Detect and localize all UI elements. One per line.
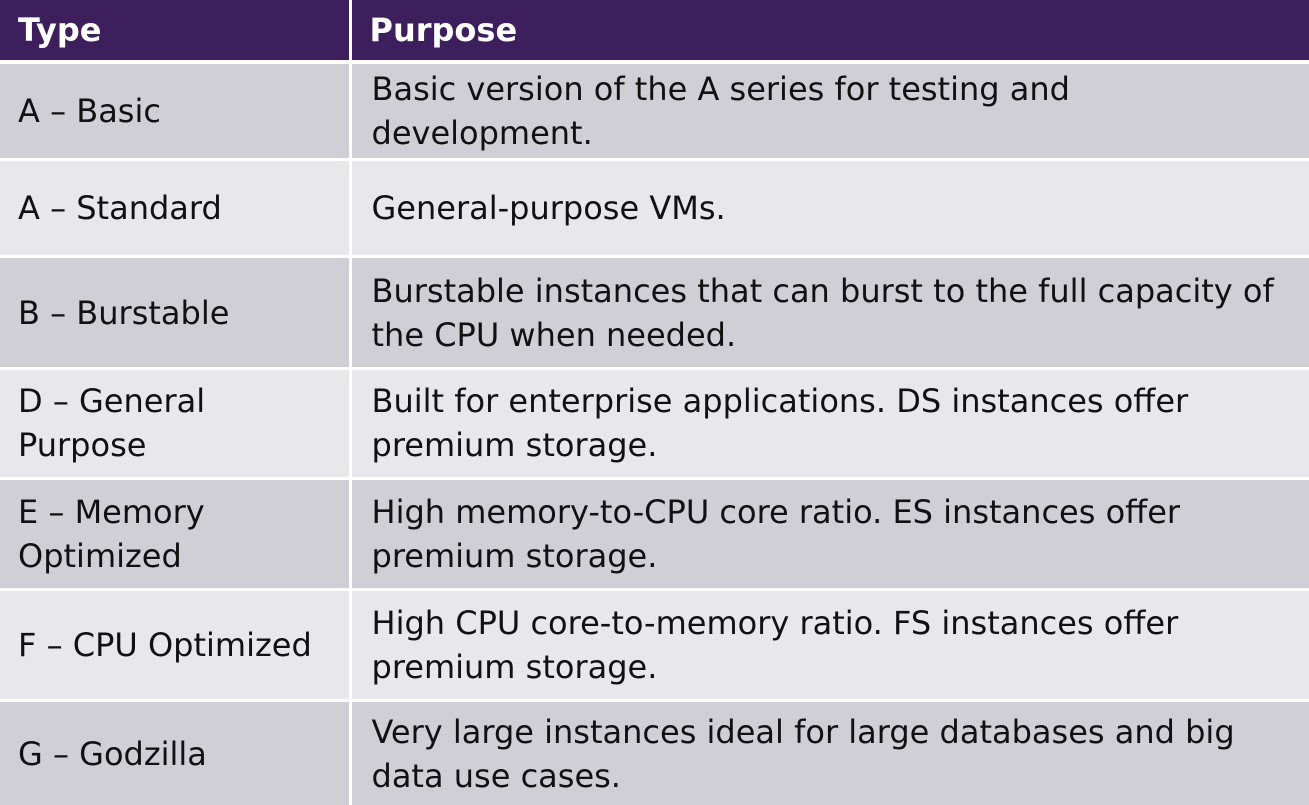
- column-header-purpose: Purpose: [348, 0, 1309, 64]
- table-row: G – Godzilla Very large instances ideal …: [0, 700, 1309, 805]
- table-row: E – Memory Optimized High memory-to-CPU …: [0, 478, 1309, 591]
- table-row: A – Basic Basic version of the A series …: [0, 62, 1309, 161]
- table-row: F – CPU Optimized High CPU core-to-memor…: [0, 589, 1309, 703]
- column-header-type: Type: [0, 0, 350, 64]
- purpose-cell: Burstable instances that can burst to th…: [348, 256, 1309, 370]
- type-cell: G – Godzilla: [0, 700, 350, 805]
- purpose-cell: High CPU core-to-memory ratio. FS instan…: [348, 589, 1309, 703]
- purpose-cell: Built for enterprise applications. DS in…: [348, 368, 1309, 481]
- type-cell: A – Basic: [0, 62, 350, 161]
- type-cell: B – Burstable: [0, 256, 350, 370]
- table-row: D – General Purpose Built for enterprise…: [0, 368, 1309, 481]
- header-row: Type Purpose: [0, 0, 1309, 64]
- type-cell: D – General Purpose: [0, 368, 350, 481]
- purpose-cell: General-purpose VMs.: [348, 159, 1309, 259]
- table-row: B – Burstable Burstable instances that c…: [0, 256, 1309, 370]
- purpose-cell: Very large instances ideal for large dat…: [348, 700, 1309, 805]
- type-cell: E – Memory Optimized: [0, 478, 350, 591]
- type-cell: A – Standard: [0, 159, 350, 259]
- purpose-cell: Basic version of the A series for testin…: [348, 62, 1309, 161]
- table-body: A – Basic Basic version of the A series …: [0, 62, 1309, 805]
- table-row: A – Standard General-purpose VMs.: [0, 159, 1309, 259]
- table-header: Type Purpose: [0, 0, 1309, 64]
- purpose-cell: High memory-to-CPU core ratio. ES instan…: [348, 478, 1309, 591]
- type-cell: F – CPU Optimized: [0, 589, 350, 703]
